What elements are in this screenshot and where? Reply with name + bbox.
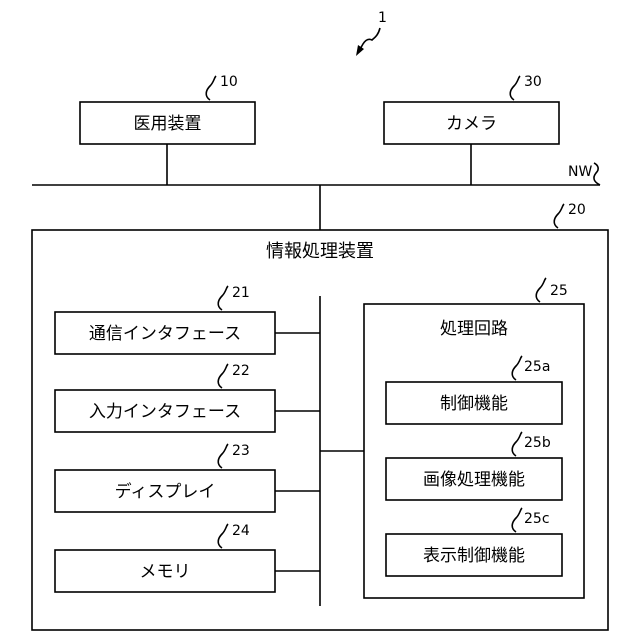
function-ref: 25c bbox=[524, 511, 550, 527]
system-ref-leader bbox=[360, 28, 380, 50]
network-ref-leader bbox=[594, 163, 600, 185]
network-label: NW bbox=[568, 164, 592, 180]
info-processor-ref-leader bbox=[554, 204, 564, 228]
medical-device-ref: 10 bbox=[220, 74, 238, 90]
system-ref-arrowhead bbox=[356, 45, 364, 56]
function-ref: 25a bbox=[524, 359, 550, 375]
medical-device-label: 医用装置 bbox=[134, 114, 202, 134]
interface-label: 通信インタフェース bbox=[89, 324, 241, 344]
interface-ref: 21 bbox=[232, 285, 250, 301]
interface-label: メモリ bbox=[140, 562, 191, 582]
function-label: 画像処理機能 bbox=[423, 470, 525, 490]
camera-ref: 30 bbox=[524, 74, 542, 90]
info-processor-ref: 20 bbox=[568, 202, 586, 218]
system-ref-number: 1 bbox=[378, 10, 387, 26]
interface-ref: 22 bbox=[232, 363, 250, 379]
info-processor-label: 情報処理装置 bbox=[266, 241, 374, 262]
function-label: 表示制御機能 bbox=[423, 546, 525, 566]
camera-label: カメラ bbox=[446, 114, 497, 134]
interface-ref: 23 bbox=[232, 443, 250, 459]
interface-ref: 24 bbox=[232, 523, 250, 539]
interface-label: 入力インタフェース bbox=[89, 402, 241, 422]
processing-circuit-ref: 25 bbox=[550, 283, 568, 299]
medical-device-ref-leader bbox=[206, 76, 216, 100]
function-label: 制御機能 bbox=[440, 394, 508, 414]
function-ref: 25b bbox=[524, 435, 551, 451]
processing-circuit-label: 処理回路 bbox=[440, 319, 508, 339]
camera-ref-leader bbox=[510, 76, 520, 100]
interface-label: ディスプレイ bbox=[115, 481, 216, 502]
